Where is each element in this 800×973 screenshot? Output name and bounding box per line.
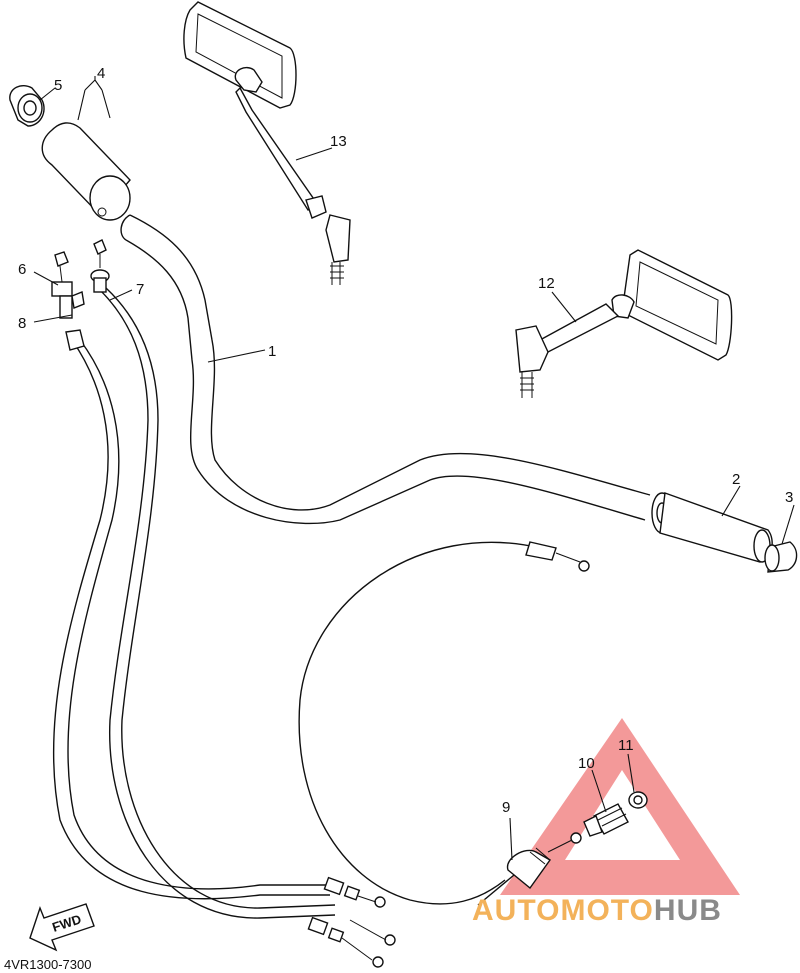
mirror-left: [183, 1, 351, 285]
handlebar: [120, 214, 651, 525]
watermark-part-1: AUTO: [472, 894, 560, 927]
watermark-text: AUTOMOTOHUB: [472, 894, 722, 927]
callout-13: 13: [330, 133, 347, 150]
svg-text:AUTOMOTOHUB: AUTOMOTOHUB: [472, 894, 722, 927]
callout-1: 1: [268, 343, 276, 360]
cable-fitting-8: [65, 329, 85, 351]
callout-6: 6: [18, 261, 26, 278]
callout-5: 5: [54, 77, 62, 94]
callout-8: 8: [18, 315, 26, 332]
throttle-cables: [52, 287, 336, 919]
right-grip: [651, 492, 773, 563]
adjuster-10: [583, 803, 629, 837]
callouts: 1 2 3 4 5 6 7 8 9 10 11 12 13: [18, 65, 793, 816]
callout-2: 2: [732, 471, 740, 488]
callout-3: 3: [785, 489, 793, 506]
watermark-part-3: HUB: [654, 894, 722, 927]
callout-12: 12: [538, 275, 555, 292]
diagram-code: 4VR1300-7300: [4, 957, 91, 972]
callout-4: 4: [97, 65, 105, 82]
cable-adjuster-7: [90, 239, 110, 293]
callout-7: 7: [136, 281, 144, 298]
leader-lines: [33, 76, 795, 861]
fwd-arrow: FWD: [29, 903, 95, 952]
nut-11: [628, 791, 648, 809]
bar-end-weight-left: [9, 84, 45, 127]
left-grip: [41, 122, 131, 221]
watermark-logo: [500, 718, 740, 895]
cable-end-fittings: [307, 876, 396, 968]
callout-11: 11: [618, 737, 634, 754]
cable-adjuster-6: [51, 251, 85, 319]
bar-end-weight-right: [764, 541, 798, 573]
cable-9: [298, 541, 590, 906]
watermark-part-2: MOTO: [560, 894, 653, 927]
callout-9: 9: [502, 799, 510, 816]
callout-10: 10: [578, 755, 595, 772]
mirror-right: [515, 249, 733, 398]
